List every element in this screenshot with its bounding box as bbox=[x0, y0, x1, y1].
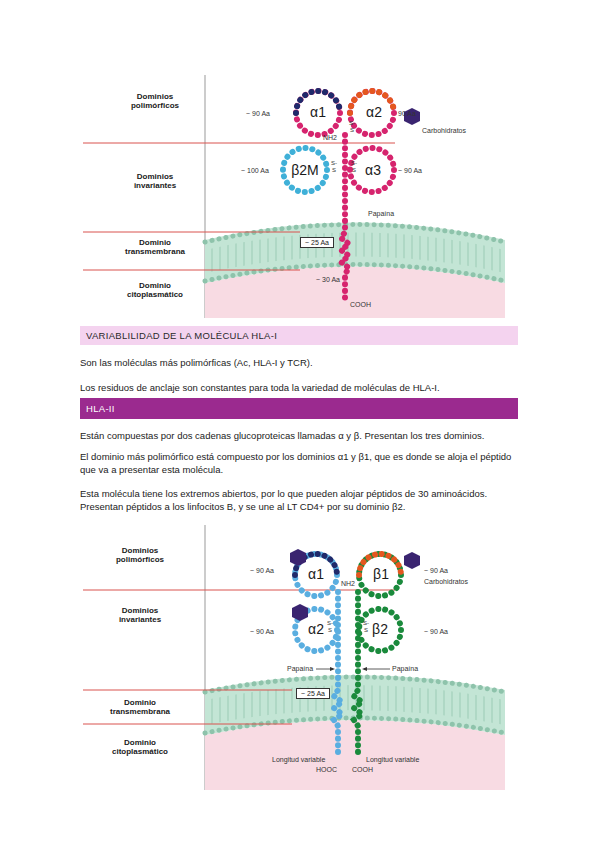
carbohydrate-label: Carbohidratos bbox=[422, 127, 466, 135]
domain-name: α3 bbox=[365, 162, 381, 178]
domain-label: Dominios polimórficos bbox=[101, 546, 179, 564]
size-label: ~ 90 Aa bbox=[398, 167, 422, 175]
length-label: Longitud variable bbox=[366, 756, 419, 764]
paragraph: Son las moléculas más polimórficas (Ac, … bbox=[80, 356, 520, 369]
domain-label: Dominio transmembrana bbox=[101, 698, 179, 716]
terminus-label: NH2 bbox=[341, 580, 355, 588]
carbohydrate-label: Carbohidratos bbox=[424, 578, 468, 586]
paragraph: El dominio más polimórfico está compuest… bbox=[80, 450, 520, 477]
hla-i-figure bbox=[83, 75, 505, 318]
cleavage-label: Papaína bbox=[392, 665, 418, 673]
domain-name: β1 bbox=[373, 566, 389, 582]
node-text: HLA-II bbox=[86, 403, 512, 414]
domain-name: α2 bbox=[308, 621, 324, 637]
disulfide-label: S-S bbox=[363, 620, 369, 633]
domain-label: Dominio citoplasmático bbox=[101, 738, 179, 756]
size-label: ~ 100 Aa bbox=[241, 167, 269, 175]
size-label: ~ 30 Aa bbox=[316, 276, 340, 284]
size-label: ~ 90 Aa bbox=[250, 567, 274, 575]
disulfide-label: S-S bbox=[349, 120, 355, 133]
section-band: VARIABLILIDAD DE LA MOLÉCULA HLA-I bbox=[80, 326, 518, 345]
domain-label: Dominios invariantes bbox=[116, 172, 194, 190]
hla-ii-figure bbox=[83, 525, 505, 790]
disulfide-label: S-S bbox=[327, 620, 333, 633]
disulfide-label: S-S bbox=[351, 160, 357, 173]
size-label: ~ 90 Aa bbox=[424, 628, 448, 636]
size-label: 90 Aa bbox=[398, 110, 416, 118]
disulfide-label: S-S bbox=[331, 160, 337, 173]
domain-label: Dominios invariantes bbox=[101, 606, 179, 624]
cleavage-label: Papaína bbox=[368, 210, 394, 218]
terminus-label: HOOC bbox=[316, 766, 337, 774]
domain-name: α2 bbox=[366, 104, 382, 120]
node-text: ~ 25 Aa bbox=[301, 690, 325, 697]
node-text: VARIABLILIDAD DE LA MOLÉCULA HLA-I bbox=[86, 330, 512, 341]
domain-name: α1 bbox=[308, 566, 324, 582]
domain-label: Dominio citoplasmático bbox=[116, 281, 194, 299]
size-box: ~ 25 Aa bbox=[296, 688, 330, 699]
length-label: Longitud variable bbox=[272, 756, 325, 764]
domain-name: β2 bbox=[372, 621, 388, 637]
terminus-label: COOH bbox=[350, 301, 371, 309]
size-label: ~ 90 Aa bbox=[250, 628, 274, 636]
size-box: ~ 25 Aa bbox=[300, 237, 334, 248]
paragraph: Los residuos de anclaje son constantes p… bbox=[80, 381, 520, 394]
node-text: ~ 25 Aa bbox=[305, 239, 329, 246]
paragraph: Esta molécula tiene los extremos abierto… bbox=[80, 487, 520, 514]
size-label: ~ 90 Aa bbox=[424, 567, 448, 575]
cleavage-label: Papaína bbox=[287, 665, 313, 673]
terminus-label: NH2 bbox=[323, 134, 337, 142]
terminus-label: COOH bbox=[352, 766, 373, 774]
section-band: HLA-II bbox=[80, 398, 518, 419]
domain-name: β2M bbox=[291, 162, 319, 178]
size-label: ~ 90 Aa bbox=[246, 110, 270, 118]
domain-name: α1 bbox=[310, 104, 326, 120]
domain-label: Dominios polimórficos bbox=[116, 92, 194, 110]
paragraph: Están compuestas por dos cadenas glucopr… bbox=[80, 429, 520, 442]
domain-label: Dominio transmembrana bbox=[116, 238, 194, 256]
